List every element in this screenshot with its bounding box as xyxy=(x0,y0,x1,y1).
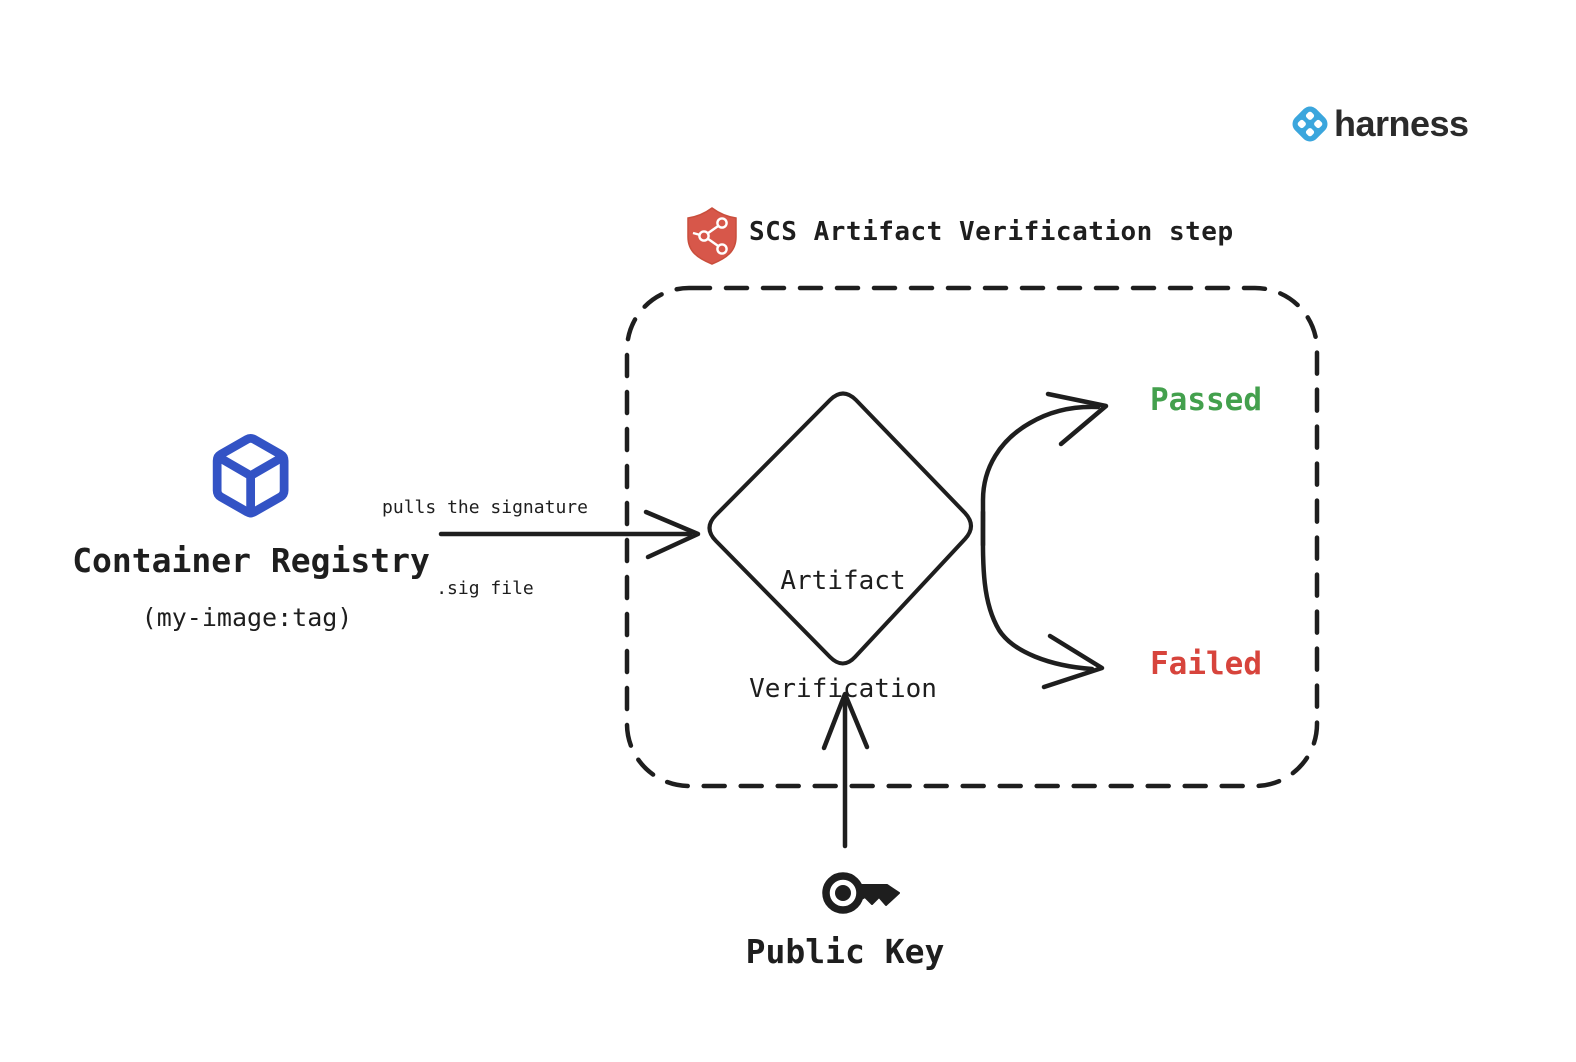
step-boundary-box xyxy=(624,285,1320,789)
container-cube-icon xyxy=(212,434,289,518)
step-title: SCS Artifact Verification step xyxy=(749,217,1234,247)
harness-logo-text: harness xyxy=(1334,103,1469,144)
edge-label: pulls the signature .sig file xyxy=(382,440,588,656)
public-key-label: Public Key xyxy=(745,932,945,971)
decision-label-line1: Artifact xyxy=(780,566,906,596)
decision-label-line2: Verification xyxy=(749,674,937,704)
failed-label: Failed xyxy=(1150,646,1262,682)
passed-arrow xyxy=(980,391,1109,548)
registry-to-diamond-arrow xyxy=(438,509,701,560)
edge-label-line1: pulls the signature xyxy=(382,497,588,518)
container-registry-label: Container Registry xyxy=(72,541,430,580)
edge-label-line2: .sig file xyxy=(436,578,534,599)
harness-logo-icon xyxy=(1292,106,1328,142)
decision-diamond xyxy=(707,391,973,666)
publickey-to-diamond-arrow xyxy=(821,691,870,849)
key-icon xyxy=(822,872,900,914)
passed-label: Passed xyxy=(1150,382,1262,418)
failed-arrow xyxy=(980,509,1105,690)
container-registry-tag: (my-image:tag) xyxy=(141,603,353,632)
decision-label: Artifact Verification xyxy=(749,491,937,779)
shield-icon xyxy=(687,207,737,265)
